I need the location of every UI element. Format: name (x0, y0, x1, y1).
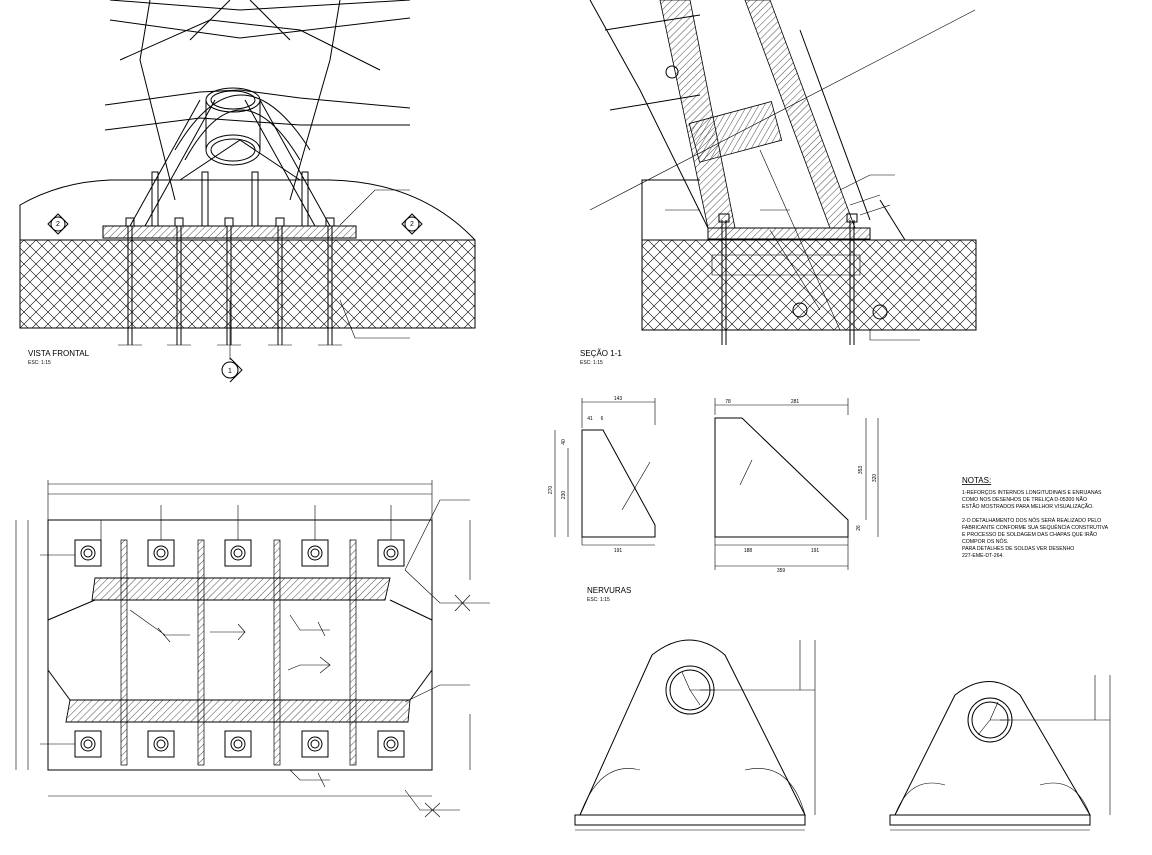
rib-large-bottom-left: 188 (744, 548, 753, 554)
plan-view (15, 480, 490, 818)
bottom-flange (65, 699, 411, 723)
anchor-bolts (118, 217, 342, 346)
rib-small-left-inner: 230 (561, 491, 567, 500)
front-view-title: VISTA FRONTAL (28, 349, 90, 358)
base-plate (102, 225, 357, 239)
rib-small-bottom: 191 (614, 548, 623, 554)
svg-text:1: 1 (228, 368, 232, 375)
section-marker-left: 2 (47, 213, 69, 235)
lug-plate-large (574, 639, 816, 831)
note-line: PARA DETALHES DE SOLDAS VER DESENHO (962, 546, 1074, 552)
front-view: 2 2 1 VISTA FRONTAL ESC: 1:15 (19, 0, 476, 383)
rib-large-right-total: 320 (872, 474, 878, 483)
plan-ribs (120, 539, 357, 766)
section-view: SEÇÃO 1-1 ESC: 1:15 (580, 0, 977, 366)
inclined-member (589, 0, 871, 229)
svg-text:2: 2 (56, 221, 60, 228)
rib-large-right-inner: 353 (858, 466, 864, 475)
note-line: 2-O DETALHAMENTO DOS NÓS SERÁ REALIZADO … (962, 517, 1101, 524)
rib-large-top: 281 (791, 399, 800, 405)
note-line: FABRICANTE CONFORME SUA SEQUÊNCIA CONSTR… (962, 523, 1109, 531)
front-view-scale: ESC: 1:15 (28, 360, 51, 366)
note-line: ESTÃO MOSTRADOS PARA MELHOR VISUALIZAÇÃO… (962, 503, 1094, 510)
rib-large-top-left: 78 (725, 399, 731, 405)
section-view-scale: ESC: 1:15 (580, 360, 603, 366)
pipe (205, 87, 261, 166)
section-cut-marker: 1 (221, 300, 243, 383)
section-concrete (641, 239, 977, 331)
svg-text:2: 2 (410, 221, 414, 228)
rib-small-top-chamfer: 40 (561, 439, 567, 445)
notes-heading: NOTAS: (962, 476, 991, 485)
rib-large-bottom-right: 191 (811, 548, 820, 554)
rib-large: 78 281 320 353 26 188 191 359 (714, 398, 879, 574)
ribs-scale: ESC: 1:15 (587, 597, 610, 603)
notes-block: NOTAS: 1-REFORÇOS INTERNOS LONGITUDINAIS… (962, 476, 1109, 559)
rib-small: 143 41 6 270 230 40 191 (548, 396, 656, 554)
rib-small-top-dim: 143 (614, 396, 623, 402)
section-marker-right: 2 (401, 213, 423, 235)
vertical-ribs (151, 171, 309, 227)
ribs-title: NERVURAS (587, 586, 631, 595)
rib-small-left-total: 270 (548, 486, 554, 495)
concrete-foundation (19, 239, 476, 329)
rib-small-dim-b: 6 (601, 416, 604, 422)
rib-large-right-small: 26 (856, 525, 862, 531)
note-line: 1-REFORÇOS INTERNOS LONGITUDINAIS E ENRI… (962, 490, 1102, 496)
truss-members (104, 0, 411, 227)
rib-small-dim-a: 41 (587, 416, 593, 422)
weld-symbols (129, 499, 490, 818)
rib-large-bottom-total: 359 (777, 568, 786, 574)
lug-plate-small (889, 675, 1111, 831)
top-flange (91, 577, 391, 601)
note-line: COMPOR OS NÓS. (962, 538, 1008, 545)
note-line: E PROCESSO DE SOLDAGEM DAS CHAPAS QUE IR… (962, 531, 1097, 538)
plan-dimensions (15, 480, 471, 797)
note-line: COMO NOS DESENHOS DE TRELIÇA D-05300 NÃO (962, 496, 1087, 503)
section-view-title: SEÇÃO 1-1 (580, 349, 622, 358)
note-line: 227-EME-DT-264. (962, 553, 1004, 559)
